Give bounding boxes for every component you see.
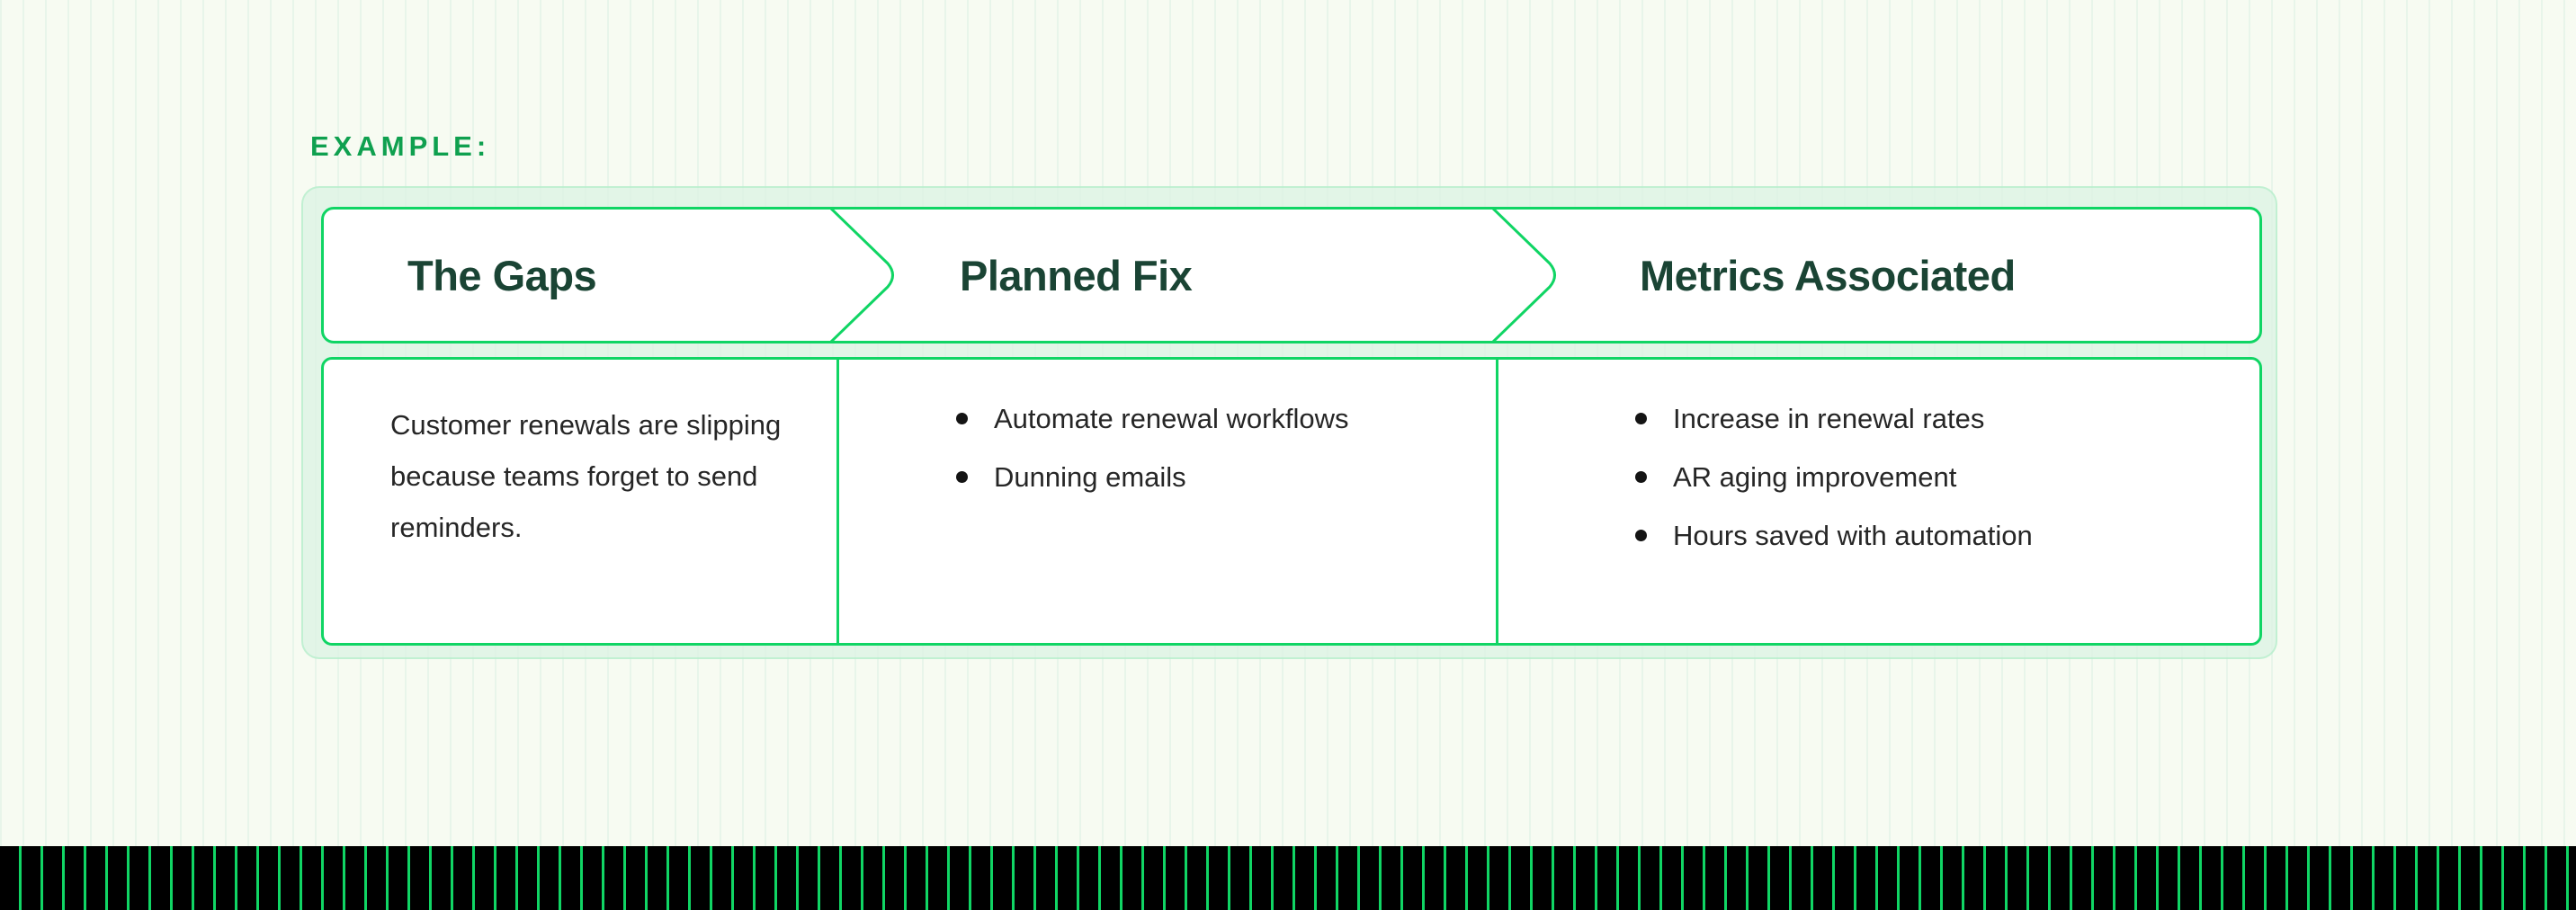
cell-the-gaps: Customer renewals are slipping because t…: [324, 360, 836, 643]
header-segment-metrics-associated: Metrics Associated: [1640, 251, 2016, 299]
footer-stripe-band: [0, 846, 2576, 910]
example-label: EXAMPLE:: [310, 130, 491, 162]
bullet-item: Dunning emails: [956, 458, 1478, 497]
column-divider: [1496, 360, 1498, 643]
table-header-band: The Gaps Planned Fix Metrics Associated: [321, 207, 2262, 343]
column-divider: [836, 360, 839, 643]
process-table-panel: The Gaps Planned Fix Metrics Associated …: [301, 186, 2277, 659]
gap-description: Customer renewals are slipping because t…: [390, 409, 782, 543]
header-segment-the-gaps: The Gaps: [407, 251, 597, 299]
cell-metrics-associated: Increase in renewal rates AR aging improv…: [1498, 360, 2262, 643]
bullet-item: AR aging improvement: [1635, 458, 2244, 497]
header-segment-planned-fix: Planned Fix: [960, 251, 1193, 299]
bullet-list-metrics: Increase in renewal rates AR aging improv…: [1635, 399, 2244, 556]
bullet-item: Increase in renewal rates: [1635, 399, 2244, 439]
table-content-row: Customer renewals are slipping because t…: [321, 357, 2262, 646]
chevron-separator-icon: [829, 210, 1556, 341]
bullet-item: Automate renewal workflows: [956, 399, 1478, 439]
bullet-item: Hours saved with automation: [1635, 516, 2244, 556]
